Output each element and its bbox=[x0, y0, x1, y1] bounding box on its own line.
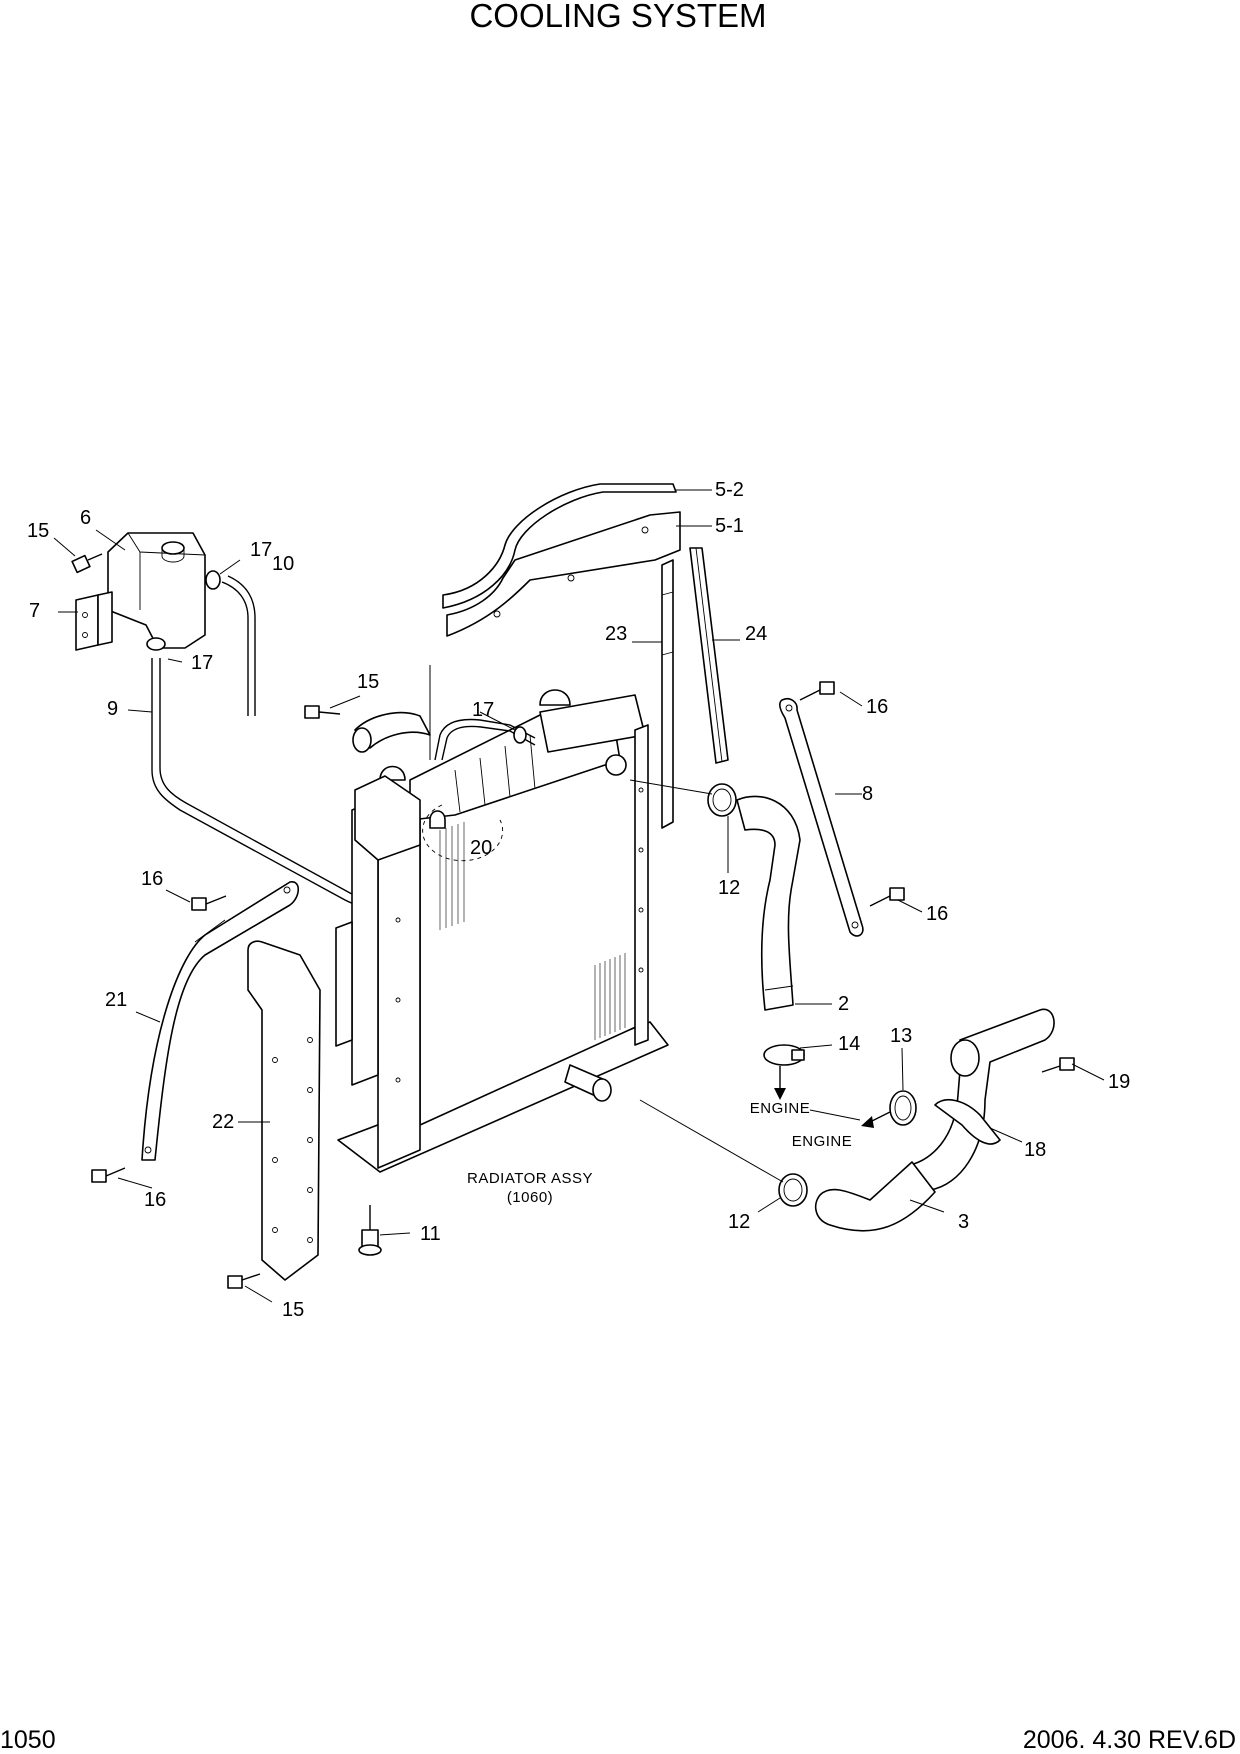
bolt-19 bbox=[1041, 1057, 1075, 1073]
radiator-assembly bbox=[335, 689, 669, 1173]
callout-17-mid: 17 bbox=[472, 699, 494, 721]
callout-19: 19 bbox=[1108, 1071, 1130, 1093]
upper-hose-2 bbox=[736, 795, 801, 1011]
stay-8 bbox=[779, 697, 864, 937]
engine-label-upper: ENGINE bbox=[750, 1100, 811, 1117]
callout-5-1: 5-1 bbox=[715, 515, 744, 537]
engine-arrow-lower bbox=[861, 1111, 891, 1128]
callout-15-bottom: 15 bbox=[282, 1299, 304, 1321]
radiator-assy-label: RADIATOR ASSY bbox=[467, 1170, 593, 1187]
callout-12-lower: 12 bbox=[728, 1211, 750, 1233]
bolt-15-mid bbox=[304, 705, 341, 719]
callout-24: 24 bbox=[745, 623, 767, 645]
callout-18: 18 bbox=[1024, 1139, 1046, 1161]
callout-6: 6 bbox=[80, 507, 91, 529]
radiator-assy-ref: (1060) bbox=[507, 1189, 553, 1206]
callout-20: 20 bbox=[470, 837, 492, 859]
cover-5-1 bbox=[446, 511, 681, 637]
callouts: 5-2 5-1 6 15 17 10 7 17 9 15 17 23 24 16… bbox=[27, 479, 1130, 1321]
callout-13: 13 bbox=[890, 1025, 912, 1047]
core-fins bbox=[439, 822, 626, 1040]
bolt-15-bottom bbox=[227, 1273, 261, 1289]
callout-14: 14 bbox=[838, 1033, 860, 1055]
callout-15-mid: 15 bbox=[357, 671, 379, 693]
bolt-16-left bbox=[191, 895, 227, 911]
reserve-tank bbox=[107, 532, 206, 649]
bolt-11 bbox=[358, 1205, 382, 1256]
bolt-16-lower-left bbox=[91, 1167, 126, 1183]
clamp-14 bbox=[763, 1044, 805, 1066]
callout-3: 3 bbox=[958, 1211, 969, 1233]
page-number: 1050 bbox=[0, 1726, 56, 1754]
leader-lines bbox=[53, 489, 1105, 1303]
callout-11: 11 bbox=[420, 1223, 441, 1245]
callout-2: 2 bbox=[838, 993, 849, 1015]
callout-17-bottom: 17 bbox=[191, 652, 213, 674]
seal-strip-24 bbox=[689, 547, 729, 764]
hose-clamp-17-bottom bbox=[146, 637, 166, 651]
callout-8: 8 bbox=[862, 783, 873, 805]
hose-clamp-17-top bbox=[205, 570, 221, 590]
seal-strip-23 bbox=[661, 559, 674, 829]
hose-clamp-20 bbox=[422, 804, 504, 862]
cover-5-2 bbox=[442, 483, 677, 609]
callout-10: 10 bbox=[272, 553, 294, 575]
lower-hose-3 bbox=[814, 1161, 936, 1232]
callout-15-tank: 15 bbox=[27, 520, 49, 542]
clamp-13 bbox=[889, 1090, 917, 1126]
callout-16-lower-left: 16 bbox=[144, 1189, 166, 1211]
callout-22: 22 bbox=[212, 1111, 234, 1133]
callout-17-top: 17 bbox=[250, 539, 272, 561]
callout-16-upper-right: 16 bbox=[866, 696, 888, 718]
clamp-12-lower bbox=[778, 1173, 808, 1207]
page-title: COOLING SYSTEM bbox=[469, 0, 766, 34]
lower-pipe-18 bbox=[909, 1008, 1055, 1191]
callout-9: 9 bbox=[107, 698, 118, 720]
bolt-16-mid-right bbox=[869, 887, 905, 907]
engine-label-lower: ENGINE bbox=[792, 1133, 853, 1150]
revision-label: 2006. 4.30 REV.6D bbox=[1023, 1726, 1236, 1754]
callout-23: 23 bbox=[605, 623, 627, 645]
clamp-12-upper bbox=[707, 783, 737, 817]
callout-12-upper: 12 bbox=[718, 877, 740, 899]
bolt-15-tank bbox=[71, 553, 103, 574]
callout-5-2: 5-2 bbox=[715, 479, 744, 501]
tank-bracket bbox=[75, 591, 113, 651]
engine-arrow-upper bbox=[774, 1066, 786, 1100]
callout-16-mid-right: 16 bbox=[926, 903, 948, 925]
bolt-16-upper-right bbox=[799, 681, 835, 701]
overflow-hose-10 bbox=[221, 575, 256, 716]
stay-21 bbox=[141, 881, 300, 1161]
callout-16-left: 16 bbox=[141, 868, 163, 890]
callout-21: 21 bbox=[105, 989, 127, 1011]
callout-7: 7 bbox=[29, 600, 40, 622]
plate-22 bbox=[247, 940, 321, 1281]
